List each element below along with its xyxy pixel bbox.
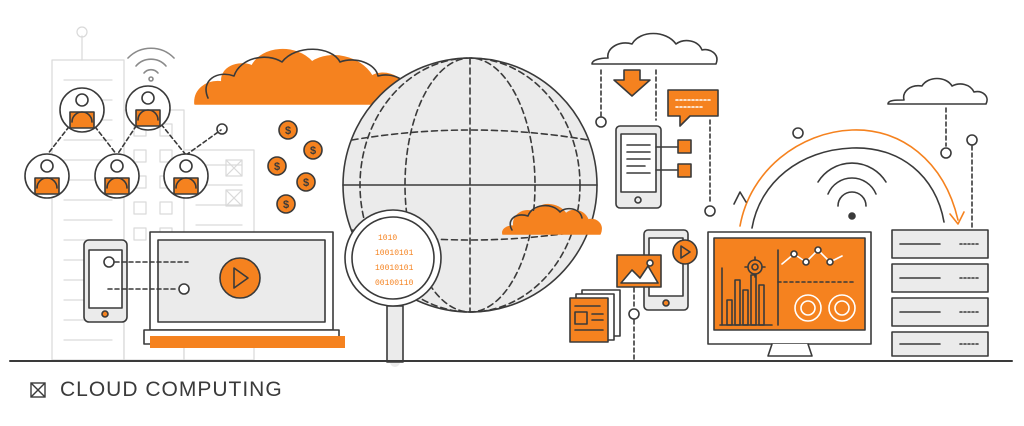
gear-icon	[744, 256, 766, 278]
caption-text: CLOUD COMPUTING	[60, 378, 283, 401]
play-icon	[672, 239, 698, 265]
cloud-icon	[502, 203, 602, 235]
coin-symbol: $	[274, 161, 280, 173]
download-arrow-icon	[613, 69, 651, 97]
wifi-icon	[127, 47, 175, 82]
people-network	[24, 85, 228, 199]
dollar-coin-icon: $	[278, 120, 298, 140]
person-icon	[163, 153, 209, 199]
binary-text: 10010101	[375, 249, 414, 258]
person-icon	[59, 87, 105, 133]
server-icon	[891, 229, 989, 357]
monitor-icon	[707, 231, 872, 357]
documents-icon	[569, 289, 621, 343]
person-icon	[24, 153, 70, 199]
cloud-icon	[887, 77, 988, 105]
coins: $ $ $ $ $	[267, 120, 323, 214]
image-icon	[616, 254, 662, 288]
bar-chart-icon	[719, 267, 773, 326]
caption: CLOUD COMPUTING	[30, 376, 283, 404]
coin-symbol: $	[310, 145, 316, 157]
binary-text: 10010101	[375, 264, 414, 273]
dollar-coin-icon: $	[276, 194, 296, 214]
wifi-icon	[817, 162, 887, 220]
dollar-coin-icon: $	[296, 172, 316, 192]
dollar-coin-icon: $	[303, 140, 323, 160]
chat-bubble-icon	[667, 89, 719, 127]
phone-icon	[83, 239, 190, 323]
dollar-coin-icon: $	[267, 156, 287, 176]
person-icon	[125, 85, 171, 131]
person-icon	[94, 153, 140, 199]
laptop-icon	[143, 231, 345, 348]
magnifier-icon: 1010 10010101 10010101 00100110	[344, 209, 442, 367]
coin-symbol: $	[303, 177, 309, 189]
binary-text: 1010	[378, 234, 397, 243]
coin-symbol: $	[285, 125, 291, 137]
binary-text: 00100110	[375, 279, 414, 288]
tablet-icon	[615, 125, 692, 209]
sync-arrows	[733, 127, 965, 229]
coin-symbol: $	[283, 199, 289, 211]
crossed-box-icon	[30, 382, 46, 398]
play-icon	[219, 257, 261, 299]
cloud-icon	[591, 32, 718, 65]
